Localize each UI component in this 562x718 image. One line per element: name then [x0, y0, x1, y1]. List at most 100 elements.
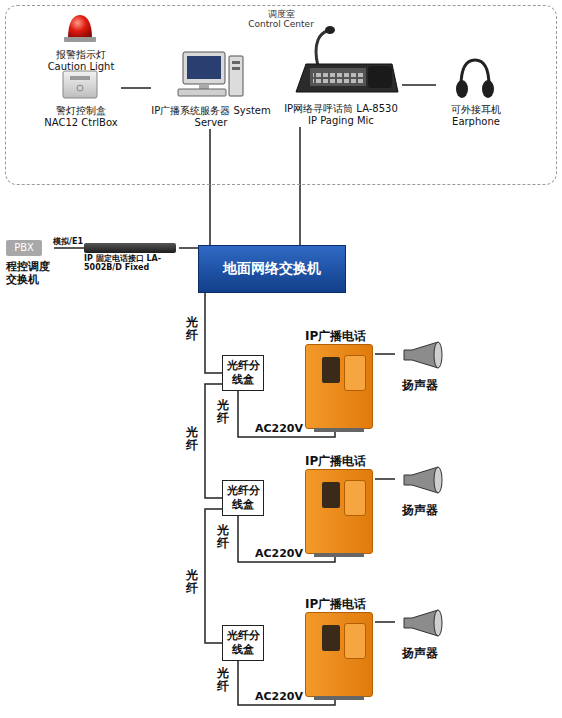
- speaker-icon: [434, 342, 442, 368]
- caution-light: 报警指示灯 Caution Light: [45, 13, 117, 73]
- device-name: IP广播电话: [305, 328, 375, 344]
- connector-line: [402, 84, 436, 86]
- light-control-box: 警灯控制盒 NAC12 CtrlBox: [41, 69, 121, 129]
- paging-mic-icon: [325, 26, 335, 34]
- speaker-icon: [404, 610, 442, 636]
- phone-foot: [314, 553, 364, 557]
- paging-mic: IP网络寻呼话筒 LA-8530 IP Paging Mic: [280, 29, 402, 127]
- power-label: AC220V: [255, 422, 303, 435]
- edge-label: 模拟/E1: [52, 237, 84, 246]
- node-text: 扬声器: [402, 378, 438, 392]
- region-title-text: Control Center: [6, 19, 556, 29]
- ctrlbox-icon: [63, 71, 97, 98]
- pbx-box: PBX: [6, 240, 42, 256]
- ctrlbox-icon: [63, 71, 97, 98]
- device-name: 程控调度交换机: [6, 260, 54, 286]
- network-switch: 地面网络交换机: [198, 245, 346, 293]
- paging-mic-icon: [296, 26, 398, 92]
- device-name: IP 固定电话接口 LA-5002B/D Fixed: [84, 254, 179, 272]
- server-icon: [187, 56, 221, 79]
- paging-mic-icon: [368, 66, 392, 88]
- connector-line: [205, 293, 222, 373]
- speaker-icon: [404, 467, 438, 493]
- phone-window: [322, 357, 340, 383]
- node-text: 光纤分线盒: [226, 629, 260, 657]
- paging-mic-icon: [310, 68, 366, 86]
- speaker-icon: [434, 610, 442, 636]
- power-label: AC220V: [255, 547, 303, 560]
- ctrlbox-icon: [77, 85, 83, 91]
- node-text: 扬声器: [402, 503, 438, 517]
- speaker-icon: [404, 610, 438, 636]
- earphone-icon: [456, 60, 494, 98]
- earphone-icon: [456, 80, 468, 98]
- fiber-splitter-box: 光纤分线盒: [222, 625, 264, 661]
- speaker-icon: [404, 467, 442, 493]
- edge-label: 光纤: [186, 425, 198, 453]
- ip-broadcast-phone: IP广播电话: [305, 328, 375, 429]
- phone-window: [322, 482, 340, 508]
- device-label: 报警指示灯 Caution Light: [45, 49, 117, 73]
- caution-light-icon: [64, 37, 96, 42]
- connector-line: [121, 87, 151, 89]
- device-name: IP广播电话: [305, 596, 375, 612]
- phone-body: [305, 344, 373, 429]
- phone-grill: [344, 480, 366, 516]
- server-icon: [232, 61, 240, 64]
- connector-line: [54, 247, 84, 249]
- node-text: 扬声器: [402, 646, 438, 660]
- loudspeaker: 扬声器: [395, 608, 445, 660]
- node-text: 地面网络交换机: [223, 260, 321, 278]
- edge-label: 光纤: [217, 398, 229, 426]
- ctrlbox-icon: [70, 76, 90, 80]
- phone-grill: [344, 623, 366, 659]
- connector-line: [209, 129, 211, 245]
- connector-line: [179, 247, 198, 249]
- paging-mic-icon: [313, 71, 363, 83]
- connector-line: [299, 127, 301, 245]
- edge-label: 光纤: [217, 523, 229, 551]
- speaker-icon: [404, 342, 438, 368]
- caution-light-icon: [68, 15, 92, 38]
- edge-label: 光纤: [186, 315, 198, 343]
- server-icon: [199, 84, 209, 89]
- server-icon: [232, 67, 240, 70]
- power-label: AC220V: [255, 690, 303, 703]
- edge-label: 光纤: [186, 568, 198, 596]
- phone-foot: [314, 696, 364, 700]
- loudspeaker: 扬声器: [395, 465, 445, 517]
- phone-grill: [344, 355, 366, 391]
- pbx-text: PBX: [6, 240, 42, 256]
- device-name: IP广播电话: [305, 453, 375, 469]
- ip-phone-interface: IP 固定电话接口 LA-5002B/D Fixed: [84, 243, 179, 273]
- node-text: 光纤分线盒: [226, 484, 260, 512]
- system-server: IP广播系统服务器 System Server: [151, 49, 271, 129]
- paging-mic-icon: [296, 64, 398, 92]
- phone-body: [305, 469, 373, 554]
- server-icon: [178, 89, 226, 96]
- caution-light-icon: [64, 15, 96, 42]
- ip-broadcast-phone: IP广播电话: [305, 596, 375, 697]
- loudspeaker: 扬声器: [395, 340, 445, 392]
- earphone: 可外接耳机 Earphone: [436, 56, 516, 128]
- phone-window: [322, 625, 340, 651]
- connector-line: [375, 478, 395, 480]
- server-icon: [183, 52, 225, 84]
- phone-body: [305, 612, 373, 697]
- fiber-splitter-box: 光纤分线盒: [222, 355, 264, 391]
- speaker-icon: [434, 467, 442, 493]
- pbx-switch: PBX 程控调度交换机: [6, 240, 54, 290]
- device-label: 可外接耳机 Earphone: [436, 104, 516, 128]
- speaker-icon: [404, 342, 442, 368]
- paging-mic-icon: [316, 31, 327, 66]
- node-text: 光纤分线盒: [226, 359, 260, 387]
- earphone-icon: [482, 80, 494, 98]
- device-label: IP广播系统服务器 System Server: [151, 105, 271, 129]
- ip-broadcast-phone: IP广播电话: [305, 453, 375, 554]
- edge-label: 光纤: [217, 666, 229, 694]
- server-icon: [178, 52, 243, 96]
- phone-foot: [314, 428, 364, 432]
- interface-device-bar: [84, 243, 176, 253]
- fiber-splitter-box: 光纤分线盒: [222, 480, 264, 516]
